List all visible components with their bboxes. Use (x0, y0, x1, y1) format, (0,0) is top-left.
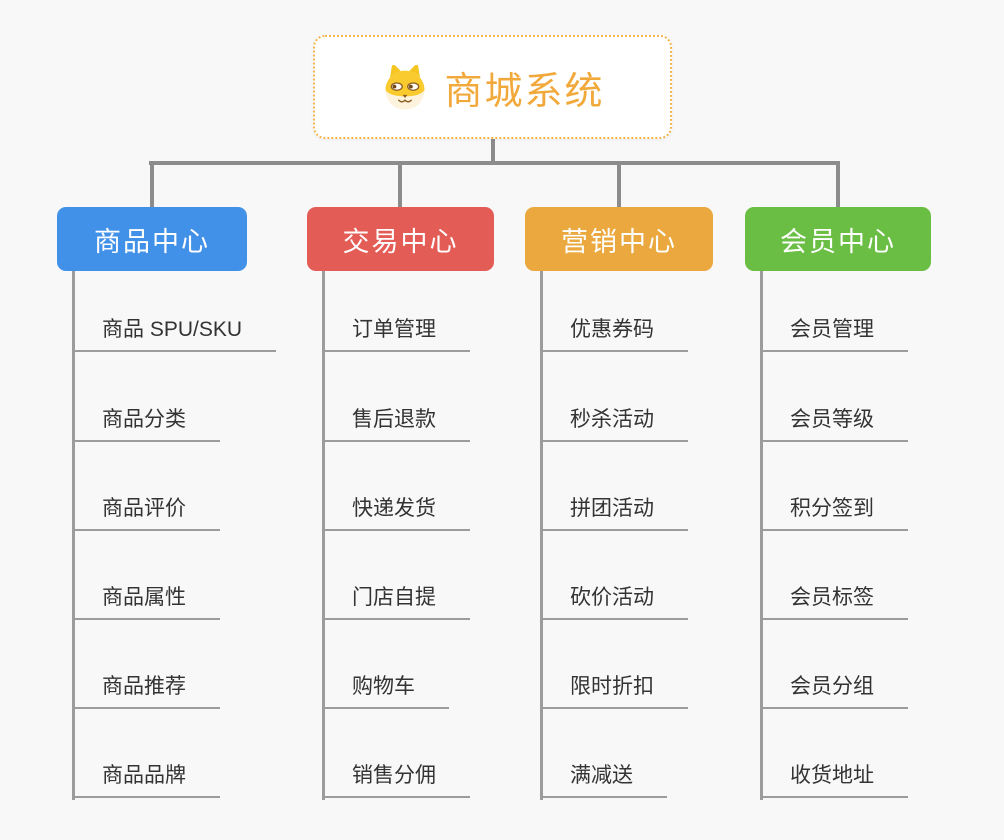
branch-drop-line (398, 161, 402, 209)
leaf-node[interactable]: 满减送 (540, 756, 667, 798)
leaf-node[interactable]: 商品品牌 (72, 756, 220, 798)
leaf-node[interactable]: 商品属性 (72, 578, 220, 620)
leaf-node[interactable]: 订单管理 (322, 310, 470, 352)
branch-column-marketing-center: 优惠券码 秒杀活动 拼团活动 砍价活动 限时折扣 满减送 (525, 271, 755, 802)
branch-header-member-center[interactable]: 会员中心 (745, 207, 931, 271)
branch-drop-line (836, 161, 840, 209)
branch-vertical-line (322, 271, 325, 800)
branch-header-trade-center[interactable]: 交易中心 (307, 207, 494, 271)
leaf-node[interactable]: 销售分佣 (322, 756, 470, 798)
leaf-node[interactable]: 收货地址 (760, 756, 908, 798)
leaf-node[interactable]: 会员标签 (760, 578, 908, 620)
branch-column-product-center: 商品 SPU/SKU 商品分类 商品评价 商品属性 商品推荐 商品品牌 (57, 271, 287, 802)
leaf-node[interactable]: 商品分类 (72, 400, 220, 442)
branch-header-label: 营销中心 (561, 226, 677, 257)
leaf-node[interactable]: 砍价活动 (540, 578, 688, 620)
shiba-dog-icon (385, 64, 426, 110)
branch-bus-line (149, 161, 840, 165)
branch-drop-line (617, 161, 621, 209)
leaf-node[interactable]: 商品推荐 (72, 667, 220, 709)
leaf-node[interactable]: 秒杀活动 (540, 400, 688, 442)
branch-vertical-line (540, 271, 543, 800)
leaf-node[interactable]: 门店自提 (322, 578, 470, 620)
leaf-node[interactable]: 购物车 (322, 667, 449, 709)
leaf-node[interactable]: 商品 SPU/SKU (72, 310, 277, 352)
leaf-node[interactable]: 会员分组 (760, 667, 908, 709)
leaf-node[interactable]: 会员等级 (760, 400, 908, 442)
leaf-node[interactable]: 优惠券码 (540, 310, 688, 352)
branch-column-member-center: 会员管理 会员等级 积分签到 会员标签 会员分组 收货地址 (745, 271, 975, 802)
leaf-node[interactable]: 拼团活动 (540, 489, 688, 531)
branch-header-label: 商品中心 (94, 226, 210, 257)
leaf-node[interactable]: 积分签到 (760, 489, 908, 531)
branch-header-label: 会员中心 (780, 226, 896, 257)
branch-header-label: 交易中心 (342, 226, 459, 257)
branch-vertical-line (72, 271, 75, 800)
root-node-label: 商城系统 (444, 70, 605, 113)
leaf-node[interactable]: 会员管理 (760, 310, 908, 352)
leaf-node[interactable]: 商品评价 (72, 489, 220, 531)
branch-header-product-center[interactable]: 商品中心 (57, 207, 247, 271)
branch-drop-line (150, 161, 154, 209)
root-node[interactable]: 商城系统 (313, 35, 672, 139)
branch-header-marketing-center[interactable]: 营销中心 (525, 207, 713, 271)
branch-vertical-line (760, 271, 763, 800)
leaf-node[interactable]: 限时折扣 (540, 667, 688, 709)
leaf-node[interactable]: 售后退款 (322, 400, 470, 442)
root-connector-line (491, 139, 495, 165)
branch-column-trade-center: 订单管理 售后退款 快递发货 门店自提 购物车 销售分佣 (307, 271, 537, 802)
leaf-node[interactable]: 快递发货 (322, 489, 470, 531)
